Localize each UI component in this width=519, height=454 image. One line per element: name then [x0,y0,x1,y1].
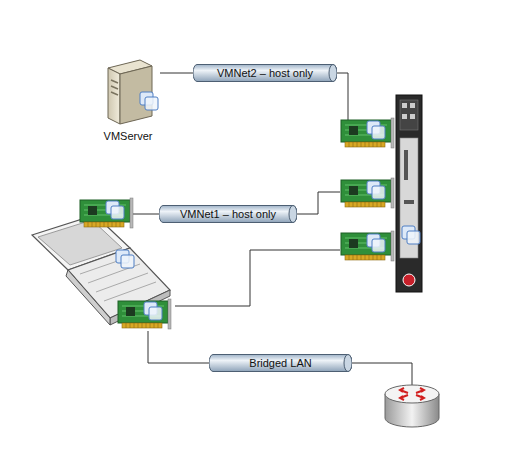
network-card [341,118,394,148]
network-label: Bridged LAN [209,354,352,372]
network-label: VMNet2 – host only [193,64,337,82]
network-card [80,198,133,228]
network-link [160,73,193,74]
network-card [341,231,394,261]
server-node: VMServer [96,56,160,142]
network-card [341,178,394,208]
load-balancer-appliance [396,95,422,292]
wire [131,73,412,386]
network-card [118,299,171,329]
router-icon [385,385,439,427]
network-pipe: VMNet1 – host only [159,205,297,223]
device-label: VMServer [96,130,160,142]
network-pipe: VMNet2 – host only [193,64,337,82]
network-label: VMNet1 – host only [159,205,297,223]
network-pipe: Bridged LAN [209,354,352,372]
server-icon [108,60,158,124]
